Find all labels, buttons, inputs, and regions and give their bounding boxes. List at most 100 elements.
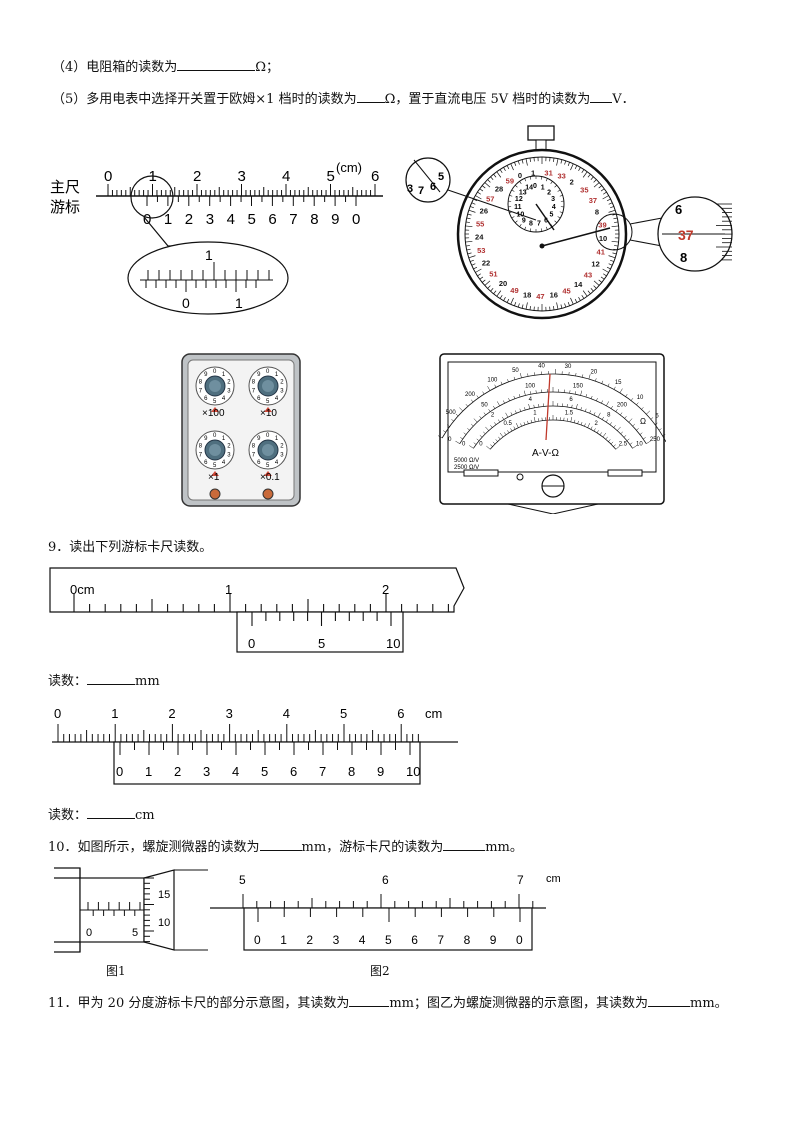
caliper3-answer-blank[interactable] (87, 806, 136, 819)
svg-text:5: 5 (549, 212, 553, 219)
svg-text:26: 26 (480, 206, 488, 215)
caliper2-answer-blank[interactable] (87, 672, 136, 685)
svg-text:9: 9 (257, 436, 261, 442)
svg-text:30: 30 (565, 364, 572, 370)
svg-text:8: 8 (529, 221, 533, 228)
svg-text:24: 24 (475, 233, 484, 242)
svg-text:5: 5 (318, 636, 325, 651)
svg-text:2: 2 (168, 706, 175, 721)
zoom-circle (130, 175, 174, 219)
svg-text:2: 2 (227, 443, 231, 449)
zoom-bottom-label-0: 0 (182, 295, 190, 311)
svg-text:5: 5 (385, 933, 392, 947)
main-scale-label-3: 3 (238, 168, 246, 185)
svg-text:22: 22 (482, 258, 490, 267)
main-scale-label-5: 5 (327, 168, 335, 185)
svg-text:3: 3 (227, 453, 231, 459)
svg-text:10: 10 (406, 764, 420, 779)
svg-text:1: 1 (275, 436, 279, 442)
svg-text:6: 6 (382, 873, 389, 887)
svg-text:2: 2 (185, 211, 193, 228)
svg-text:2: 2 (491, 413, 495, 419)
svg-text:6: 6 (204, 396, 208, 402)
svg-text:3: 3 (407, 183, 413, 195)
q10-answer-blank-2[interactable] (443, 838, 486, 851)
svg-text:41: 41 (597, 247, 605, 256)
svg-text:43: 43 (584, 271, 592, 280)
svg-text:28: 28 (495, 184, 503, 193)
multimeter-label: A-V-Ω (532, 448, 559, 459)
svg-text:0.5: 0.5 (504, 421, 513, 427)
svg-text:5: 5 (248, 211, 256, 228)
svg-text:0: 0 (213, 369, 217, 375)
caliper2-main-label-0: 0cm (70, 582, 95, 597)
svg-text:9: 9 (204, 372, 208, 378)
svg-text:31: 31 (544, 168, 552, 177)
svg-text:59: 59 (506, 177, 514, 186)
svg-text:37: 37 (589, 196, 597, 205)
svg-text:0: 0 (54, 706, 61, 721)
svg-text:0: 0 (266, 433, 270, 439)
svg-text:1: 1 (541, 185, 545, 192)
svg-text:13: 13 (519, 189, 527, 196)
svg-text:0: 0 (448, 437, 452, 443)
svg-text:33: 33 (557, 171, 565, 180)
q5-answer-blank-2[interactable] (590, 90, 613, 103)
svg-text:9: 9 (522, 217, 526, 224)
svg-text:2: 2 (547, 189, 551, 196)
svg-text:cm: cm (425, 706, 442, 721)
svg-text:5: 5 (655, 414, 659, 420)
svg-text:7: 7 (199, 453, 203, 459)
q10-answer-blank-1[interactable] (259, 838, 302, 851)
q4-answer-blank[interactable] (177, 58, 256, 71)
svg-text:7: 7 (418, 185, 424, 197)
unit-label: (cm) (336, 160, 362, 175)
svg-text:7: 7 (289, 211, 297, 228)
svg-text:2: 2 (280, 443, 284, 449)
terminal-left (209, 488, 221, 500)
svg-text:500: 500 (446, 410, 457, 416)
svg-text:0: 0 (143, 211, 151, 228)
svg-text:45: 45 (562, 287, 570, 296)
zoom-bottom-label-1: 1 (235, 295, 243, 311)
svg-text:12: 12 (591, 260, 599, 269)
svg-text:7: 7 (252, 389, 256, 395)
svg-text:9: 9 (331, 211, 339, 228)
svg-text:4: 4 (222, 460, 226, 466)
svg-text:15: 15 (158, 889, 170, 901)
q11-answer-blank-2[interactable] (648, 994, 691, 1007)
main-scale-label-6: 6 (371, 168, 379, 185)
svg-text:8: 8 (348, 764, 355, 779)
q11-answer-blank-1[interactable] (349, 994, 390, 1007)
svg-text:6: 6 (569, 397, 573, 403)
svg-text:8: 8 (199, 379, 203, 385)
svg-text:1: 1 (280, 933, 287, 947)
multiplier-10: ×10 (260, 408, 277, 419)
svg-text:6: 6 (675, 202, 682, 217)
svg-text:7: 7 (319, 764, 326, 779)
svg-text:3: 3 (203, 764, 210, 779)
multiplier-1: ×1 (208, 472, 220, 483)
svg-text:1.5: 1.5 (565, 410, 574, 416)
svg-text:9: 9 (490, 933, 497, 947)
svg-text:39: 39 (598, 221, 606, 230)
svg-text:9: 9 (204, 436, 208, 442)
svg-text:3: 3 (226, 706, 233, 721)
svg-text:8: 8 (310, 211, 318, 228)
svg-text:2: 2 (227, 379, 231, 385)
q5-answer-blank-1[interactable] (356, 90, 385, 103)
svg-text:cm: cm (546, 873, 561, 885)
svg-text:7: 7 (437, 933, 444, 947)
svg-text:2: 2 (306, 933, 313, 947)
svg-text:4: 4 (283, 706, 290, 721)
svg-text:2: 2 (280, 379, 284, 385)
svg-text:10: 10 (637, 395, 644, 401)
caliper3-answer: 读数：cm (48, 806, 155, 823)
